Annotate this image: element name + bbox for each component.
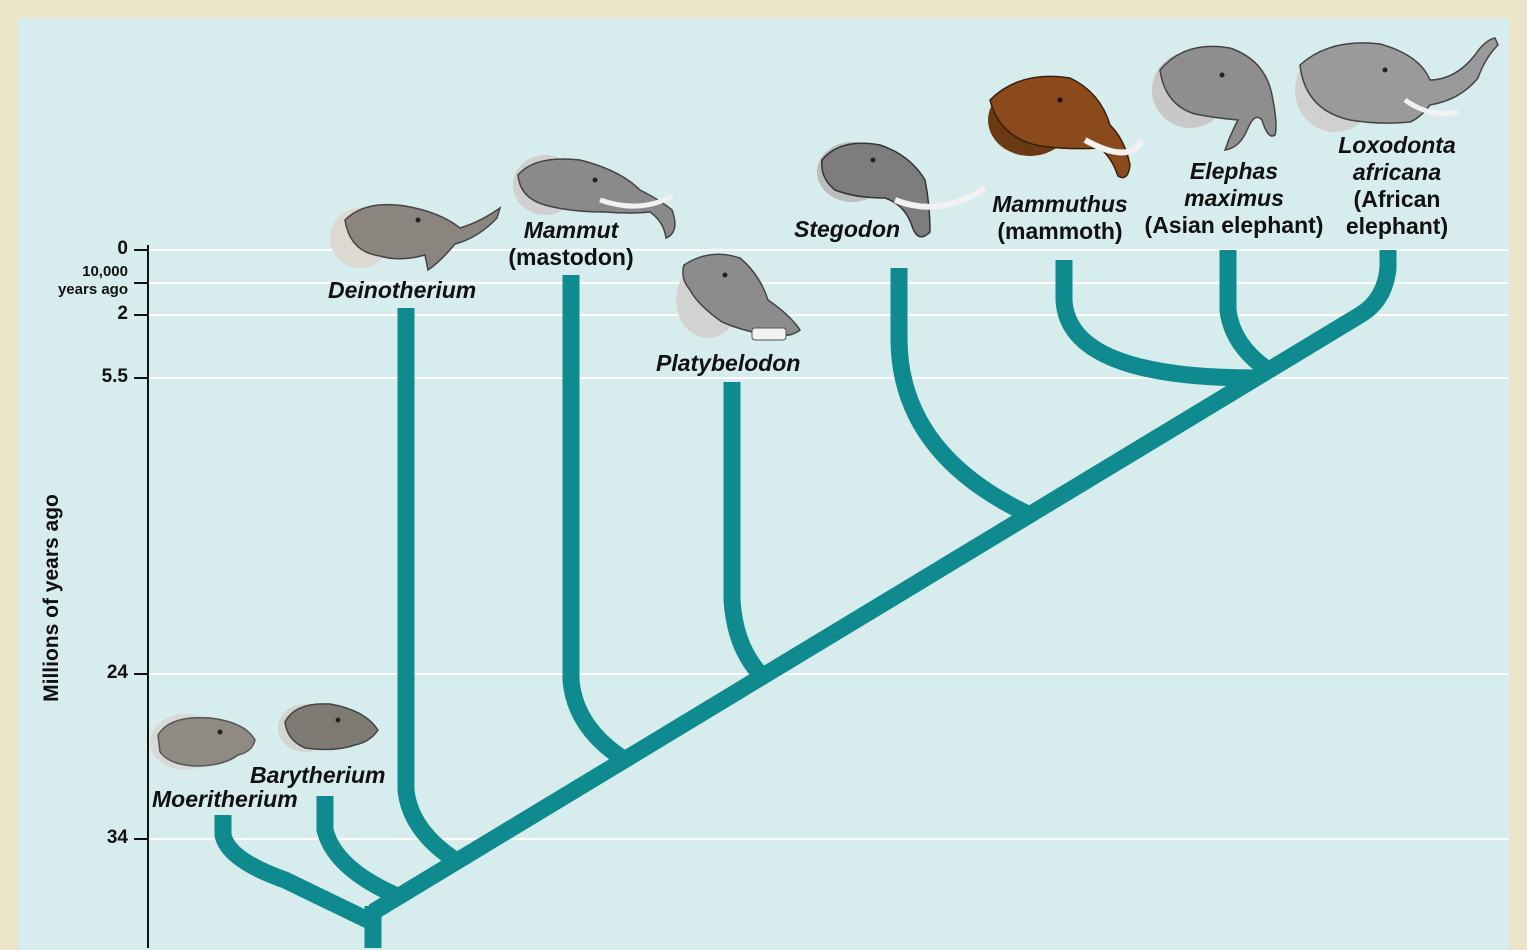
head-elephas-icon [1152, 46, 1276, 150]
label-elephas-genus: Elephas [1136, 158, 1332, 185]
tick-label-34: 34 [18, 827, 128, 849]
branch-stegodon [899, 268, 1032, 516]
label-barytherium: Barytherium [250, 762, 385, 789]
label-loxodonta-common-1: (African [1332, 186, 1462, 213]
label-loxodonta-genus: Loxodonta [1332, 132, 1462, 159]
branch-elephas [1228, 250, 1268, 370]
label-stegodon: Stegodon [794, 216, 900, 243]
time-gridlines [148, 250, 1508, 839]
branch-platybelodon [732, 382, 762, 676]
label-elephas: Elephas maximus (Asian elephant) [1136, 158, 1332, 239]
head-deinotherium-icon [330, 205, 500, 270]
head-mammuthus-icon [988, 76, 1142, 177]
label-mammut-common: (mastodon) [500, 244, 642, 271]
tick-label-5-5: 5.5 [18, 366, 128, 388]
label-mammuthus-name: Mammuthus [984, 191, 1136, 218]
label-mammut: Mammut (mastodon) [500, 217, 642, 271]
label-elephas-species: maximus [1136, 185, 1332, 212]
tick-label-2: 2 [18, 303, 128, 325]
branches [223, 250, 1388, 948]
y-axis-label: Millions of years ago [40, 494, 64, 702]
label-moeritherium: Moeritherium [152, 786, 298, 813]
tick-label-years-ago: years ago [18, 282, 128, 298]
label-loxodonta: Loxodonta africana (African elephant) [1332, 132, 1462, 240]
label-mammuthus-common: (mammoth) [984, 218, 1136, 245]
label-loxodonta-common-2: elephant) [1332, 213, 1462, 240]
label-mammuthus: Mammuthus (mammoth) [984, 191, 1136, 245]
label-deinotherium: Deinotherium [328, 277, 476, 304]
label-mammut-name: Mammut [500, 217, 642, 244]
head-barytherium-icon [278, 704, 378, 752]
tick-label-0: 0 [18, 238, 128, 260]
tick-label-24: 24 [18, 662, 128, 684]
label-platybelodon: Platybelodon [656, 350, 800, 377]
time-axis [134, 245, 148, 948]
head-loxodonta-icon [1295, 38, 1498, 132]
head-platybelodon-icon [676, 254, 800, 340]
label-loxodonta-species: africana [1332, 159, 1462, 186]
label-elephas-common: (Asian elephant) [1136, 212, 1332, 239]
branch-mammut [571, 275, 625, 760]
tick-label-10000: 10,000 [18, 264, 128, 280]
head-moeritherium-icon [150, 714, 255, 770]
branch-deinotherium [406, 308, 455, 860]
branch-barytherium [325, 796, 402, 898]
